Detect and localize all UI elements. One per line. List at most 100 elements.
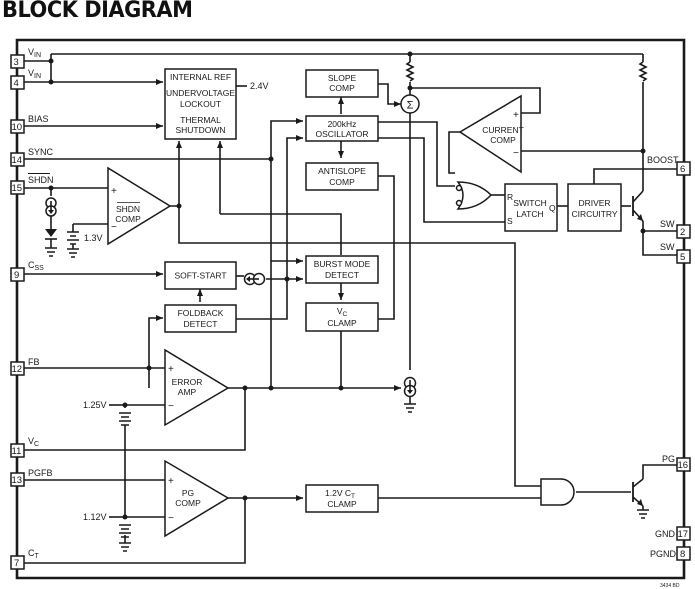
svg-text:10: 10: [12, 122, 23, 133]
svg-text:11: 11: [12, 446, 22, 457]
svg-text:CSS: CSS: [28, 260, 44, 272]
svg-text:GND: GND: [655, 529, 676, 539]
svg-text:SHDN: SHDN: [116, 204, 140, 214]
svg-text:COMP: COMP: [175, 498, 201, 508]
soft-start-block: SOFT-START: [164, 261, 237, 290]
svg-text:3: 3: [14, 57, 19, 68]
svg-text:17: 17: [678, 529, 689, 540]
svg-text:200kHz: 200kHz: [328, 119, 357, 129]
svg-text:5: 5: [680, 252, 685, 263]
svg-text:CT: CT: [28, 548, 40, 560]
svg-text:S: S: [507, 216, 513, 226]
pin-3-vin: 3 VIN: [10, 47, 41, 69]
svg-text:9: 9: [14, 270, 19, 281]
svg-text:VIN: VIN: [28, 47, 41, 59]
svg-text:BURST MODE: BURST MODE: [314, 259, 371, 269]
current-comp: CURRENT COMP + −: [458, 94, 524, 174]
pin-8-pgnd: 8 PGND: [650, 546, 691, 561]
svg-text:ANTISLOPE: ANTISLOPE: [318, 166, 366, 176]
svg-text:PG: PG: [182, 488, 194, 498]
svg-text:−: −: [168, 513, 174, 524]
svg-text:7: 7: [14, 558, 19, 569]
svg-text:ERROR: ERROR: [172, 377, 203, 387]
svg-text:CURRENT: CURRENT: [482, 125, 524, 135]
svg-text:SHUTDOWN: SHUTDOWN: [175, 125, 225, 135]
shdn-comp: + − SHDN COMP: [107, 166, 172, 246]
svg-text:BIAS: BIAS: [28, 114, 49, 124]
svg-text:1.3V: 1.3V: [84, 233, 103, 243]
battery-icon-1v12: 1.12V: [83, 512, 131, 552]
svg-text:14: 14: [12, 155, 23, 166]
svg-text:COMP: COMP: [329, 83, 355, 93]
svg-text:VIN: VIN: [28, 68, 41, 80]
svg-text:FB: FB: [28, 357, 40, 367]
and-gate: [540, 478, 575, 506]
foldback-detect-block: FOLDBACK DETECT: [164, 304, 237, 333]
svg-text:12: 12: [12, 364, 23, 375]
svg-text:+: +: [513, 110, 519, 121]
svg-text:+: +: [168, 364, 174, 375]
svg-text:SWITCH: SWITCH: [513, 198, 547, 208]
error-amp: + − ERROR AMP: [164, 348, 230, 427]
pin-17-gnd: 17 GND: [655, 526, 691, 541]
svg-text:+: +: [168, 476, 174, 487]
diode-icon: [45, 216, 57, 257]
svg-text:FOLDBACK: FOLDBACK: [178, 308, 224, 318]
svg-text:1.25V: 1.25V: [83, 400, 107, 410]
pin-10-bias: 10 BIAS: [10, 114, 49, 134]
vc-clamp-block: VC CLAMP: [305, 302, 379, 332]
svg-text:Q: Q: [549, 203, 556, 213]
svg-text:COMP: COMP: [490, 135, 516, 145]
diagram-title: BLOCK DIAGRAM: [2, 0, 193, 23]
svg-text:INTERNAL REF: INTERNAL REF: [170, 72, 231, 82]
battery-icon-1v3: 1.3V: [67, 224, 103, 258]
battery-icon-1v25: 1.25V: [83, 400, 131, 426]
svg-text:BOOST: BOOST: [647, 155, 679, 165]
svg-text:COMP: COMP: [329, 177, 355, 187]
svg-text:1.2V CT: 1.2V CT: [325, 488, 355, 500]
switch-latch-block: R S Q SWITCH LATCH: [504, 183, 558, 232]
svg-text:SW: SW: [660, 219, 675, 229]
svg-text:8: 8: [680, 549, 685, 560]
svg-text:SOFT-START: SOFT-START: [174, 271, 226, 281]
pin-13-pgfb: 13 PGFB: [10, 468, 53, 487]
svg-text:PG: PG: [662, 454, 675, 464]
ct-clamp-block: 1.2V CT CLAMP: [305, 484, 379, 513]
junction-dots: [48, 51, 646, 520]
svg-text:SW: SW: [660, 242, 675, 252]
svg-text:DETECT: DETECT: [184, 319, 218, 329]
current-sink-icon: [403, 376, 417, 413]
pin-5-sw: 5 SW: [660, 242, 691, 264]
pin-16-pg: 16 PG: [662, 454, 691, 472]
svg-text:PGND: PGND: [650, 549, 677, 559]
antislope-comp-block: ANTISLOPE COMP: [305, 162, 379, 191]
svg-text:−: −: [513, 148, 519, 159]
svg-text:15: 15: [12, 183, 23, 194]
svg-text:Σ: Σ: [407, 100, 414, 112]
power-transistor-icon: [632, 190, 644, 222]
current-source-icon: [45, 197, 57, 217]
pg-comp: + − PG COMP: [164, 459, 230, 538]
svg-text:LOCKOUT: LOCKOUT: [180, 99, 221, 109]
svg-text:−: −: [168, 401, 174, 412]
svg-text:6: 6: [680, 164, 685, 175]
svg-text:UNDERVOLTAGE: UNDERVOLTAGE: [166, 88, 235, 98]
svg-text:SYNC: SYNC: [28, 147, 54, 157]
svg-text:R: R: [507, 192, 513, 202]
pin-2-sw: 2 SW: [660, 219, 691, 239]
ref-voltage-label: 2.4V: [250, 81, 269, 91]
svg-text:DETECT: DETECT: [325, 270, 359, 280]
pin-11-vc: 11 VC: [10, 436, 39, 458]
pg-transistor-icon: [632, 478, 649, 519]
pin-7-ct: 7 CT: [10, 548, 40, 570]
svg-text:COMP: COMP: [115, 214, 141, 224]
svg-text:−: −: [111, 222, 117, 233]
or-gate: [455, 181, 493, 210]
figure-id: 3434 BD: [660, 583, 680, 589]
svg-text:VC: VC: [28, 436, 39, 448]
internal-ref-block: INTERNAL REF UNDERVOLTAGE LOCKOUT THERMA…: [164, 68, 237, 140]
svg-text:OSCILLATOR: OSCILLATOR: [315, 129, 368, 139]
svg-text:1.12V: 1.12V: [83, 512, 107, 522]
svg-text:CLAMP: CLAMP: [327, 499, 357, 509]
